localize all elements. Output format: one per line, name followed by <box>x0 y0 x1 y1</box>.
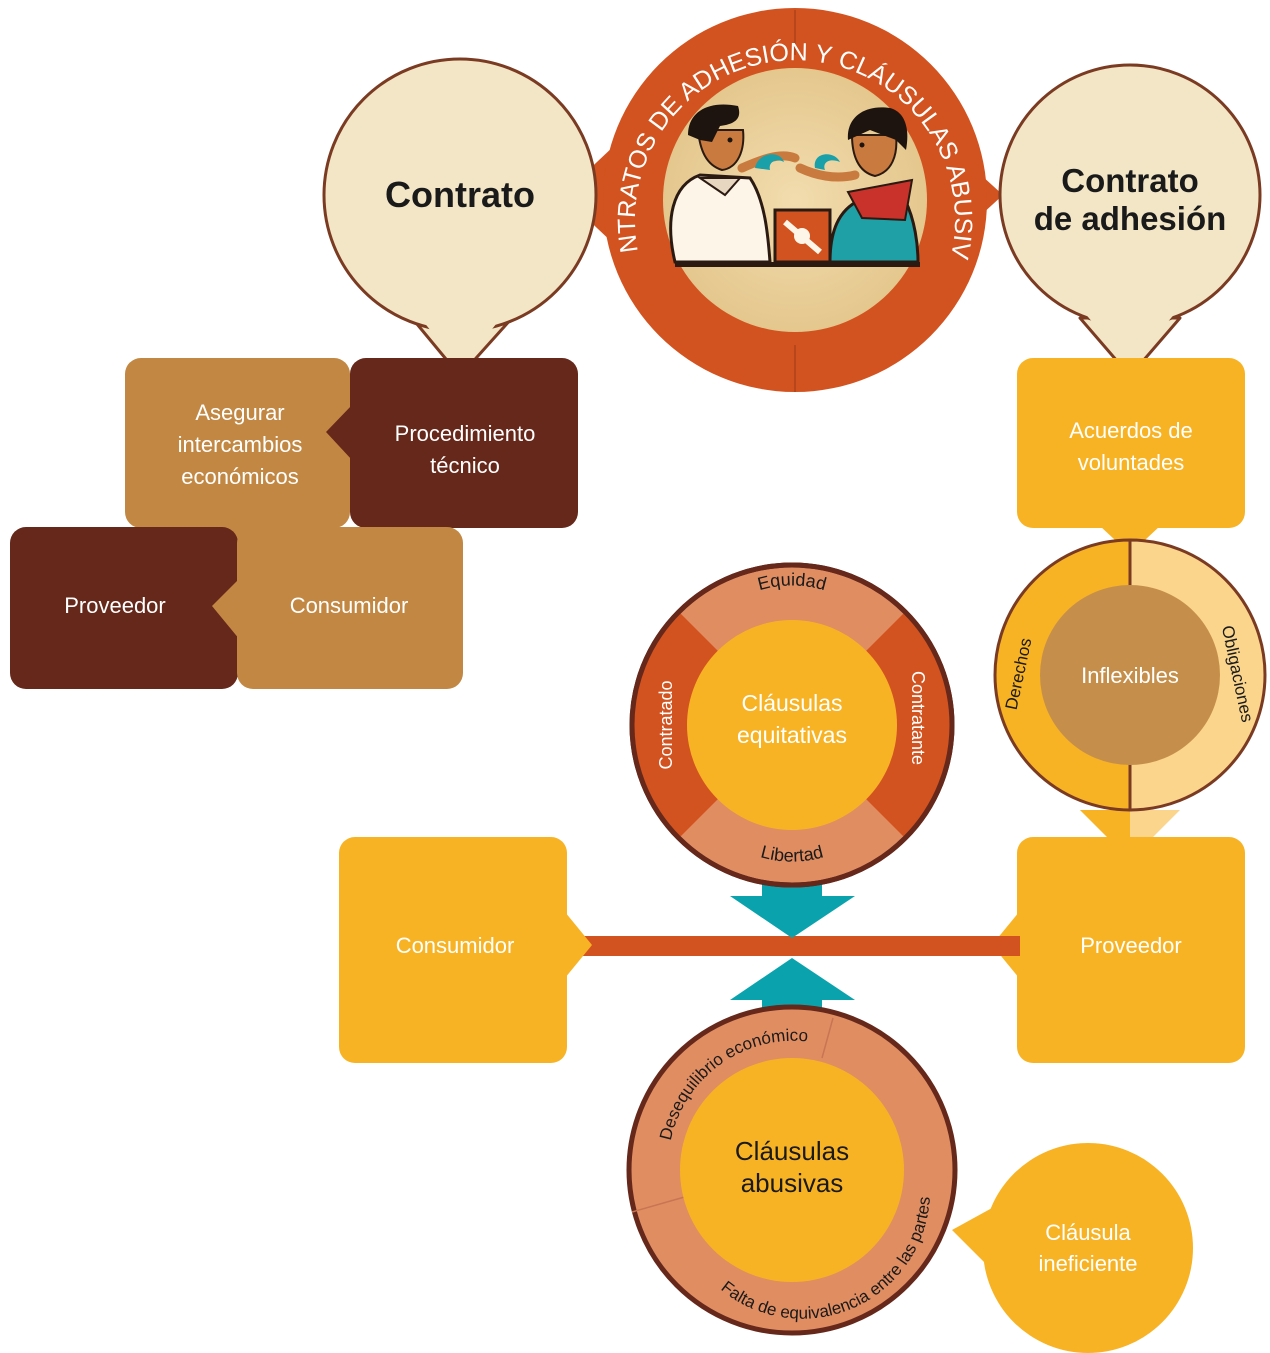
asegurar-box: Asegurar intercambios económicos <box>125 358 350 552</box>
inflexibles-core <box>1040 585 1220 765</box>
clausula-ineficiente-bubble: Cláusula ineficiente <box>952 1143 1193 1353</box>
procedimiento-line2: técnico <box>430 453 500 478</box>
figures-illustration <box>669 104 920 267</box>
contrato-adhesion-bubble: Contrato de adhesión <box>998 63 1262 378</box>
asegurar-line1: Asegurar <box>195 400 284 425</box>
acuerdos-box: Acuerdos de voluntades <box>1017 358 1245 554</box>
equitable-wheel: Cláusulas equitativas Equidad Libertad C… <box>629 562 955 888</box>
right-column: Acuerdos de voluntades Inflexibles Derec… <box>992 358 1267 1063</box>
abusivas-line1: Cláusulas <box>735 1136 849 1166</box>
procedimiento-box: Procedimiento técnico <box>326 358 578 528</box>
equitativas-line1: Cláusulas <box>742 690 843 716</box>
procedimiento-line1: Procedimiento <box>395 421 536 446</box>
teal-arrow-up <box>730 958 855 1000</box>
proveedor-right-label: Proveedor <box>1080 933 1182 958</box>
acuerdos-line2: voluntades <box>1078 450 1184 475</box>
abusive-wheel: Cláusulas abusivas Desequilibrio económi… <box>626 1004 958 1336</box>
inflexibles-wheel: Inflexibles Derechos Obligaciones <box>993 538 1267 860</box>
teal-arrow-down <box>730 896 855 938</box>
asegurar-line3: económicos <box>181 464 298 489</box>
teal-arrows <box>730 878 855 1022</box>
consumidor-box-left: Consumidor <box>212 527 463 689</box>
contratante-label: Contratante <box>908 671 928 765</box>
asegurar-line2: intercambios <box>178 432 303 457</box>
abusivas-line2: abusivas <box>741 1168 844 1198</box>
contratado-label: Contratado <box>656 680 676 769</box>
consumidor-box-middle: Consumidor <box>339 837 592 1063</box>
contrato-bubble: Contrato <box>322 57 598 378</box>
ineficiente-line2: ineficiente <box>1038 1251 1137 1276</box>
acuerdos-line1: Acuerdos de <box>1069 418 1193 443</box>
connector-bar <box>565 936 1020 956</box>
contrato-adhesion-line2: de adhesión <box>1034 200 1227 237</box>
ineficiente-line1: Cláusula <box>1045 1220 1131 1245</box>
proveedor-box-left: Proveedor <box>10 527 238 689</box>
consumidor-middle-label: Consumidor <box>396 933 515 958</box>
contrato-adhesion-line1: Contrato <box>1061 162 1198 199</box>
proveedor-left-label: Proveedor <box>64 593 166 618</box>
inflexibles-label: Inflexibles <box>1081 663 1179 688</box>
proveedor-box-right: Proveedor <box>992 837 1245 1063</box>
left-box-cluster: Asegurar intercambios económicos Procedi… <box>10 358 578 689</box>
consumidor-left-label: Consumidor <box>290 593 409 618</box>
contrato-label: Contrato <box>385 174 535 215</box>
equitativas-line2: equitativas <box>737 722 847 748</box>
